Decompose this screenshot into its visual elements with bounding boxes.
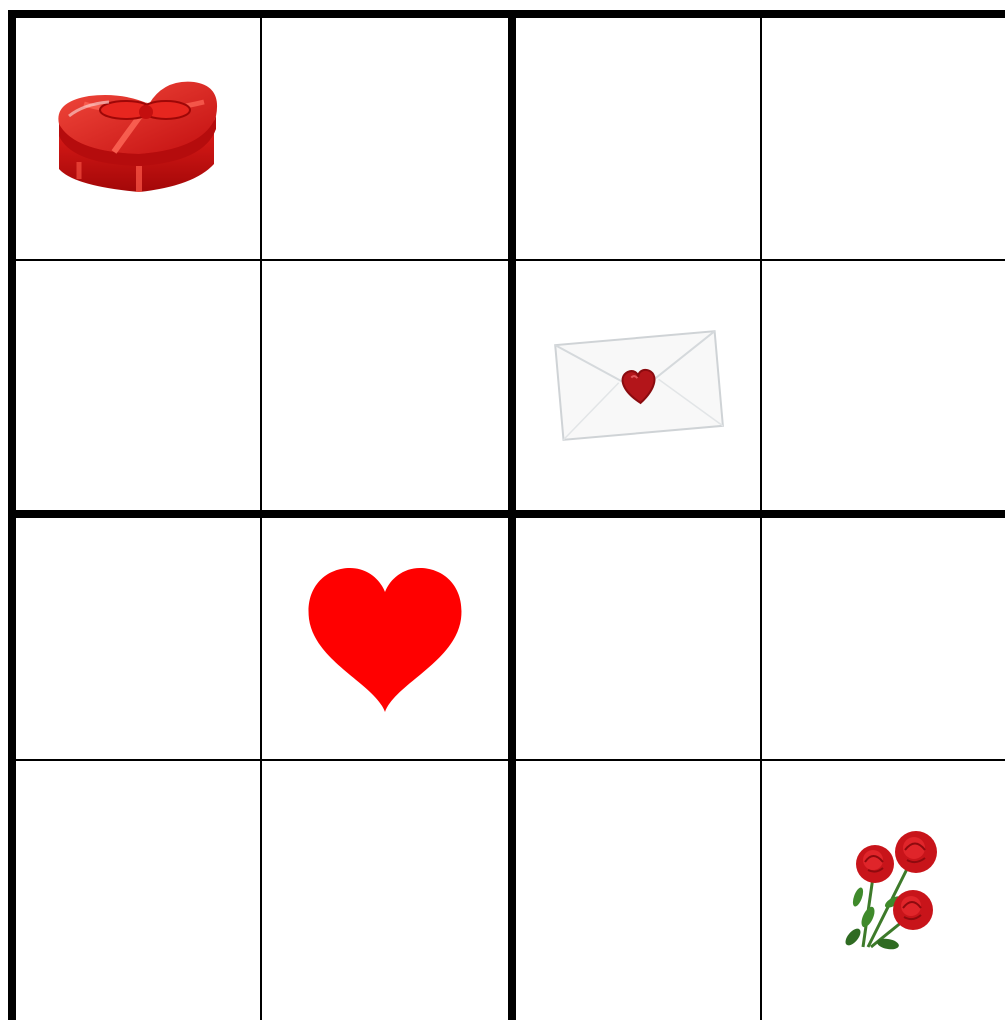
cell-r4-c2[interactable] <box>262 761 508 1023</box>
sudoku-board <box>8 10 1005 1020</box>
love-letter-icon <box>549 323 729 448</box>
cell-r2-c4[interactable] <box>762 261 1005 509</box>
cell-r3-c2[interactable] <box>262 518 508 760</box>
cell-r4-c1[interactable] <box>16 761 262 1023</box>
red-heart-icon <box>305 564 465 714</box>
gift-box-icon <box>54 74 224 204</box>
grid-line-h1 <box>8 259 1005 261</box>
cell-r3-c3[interactable] <box>516 518 762 760</box>
cell-r4-c3[interactable] <box>516 761 762 1023</box>
cell-r1-c2[interactable] <box>262 18 508 260</box>
rose-bouquet-icon <box>813 822 953 962</box>
cell-r1-c3[interactable] <box>516 18 762 260</box>
box-line-middle-horizontal <box>8 510 1005 518</box>
box-line-top <box>8 10 1005 18</box>
grid-line-h3 <box>8 759 1005 761</box>
cell-r3-c4[interactable] <box>762 518 1005 760</box>
cell-r2-c1[interactable] <box>16 261 262 509</box>
cell-r2-c2[interactable] <box>262 261 508 509</box>
cell-r3-c1[interactable] <box>16 518 262 760</box>
cell-r4-c4[interactable] <box>762 761 1005 1023</box>
cell-r1-c4[interactable] <box>762 18 1005 260</box>
cell-r1-c1[interactable] <box>16 18 262 260</box>
cell-r2-c3[interactable] <box>516 261 762 509</box>
